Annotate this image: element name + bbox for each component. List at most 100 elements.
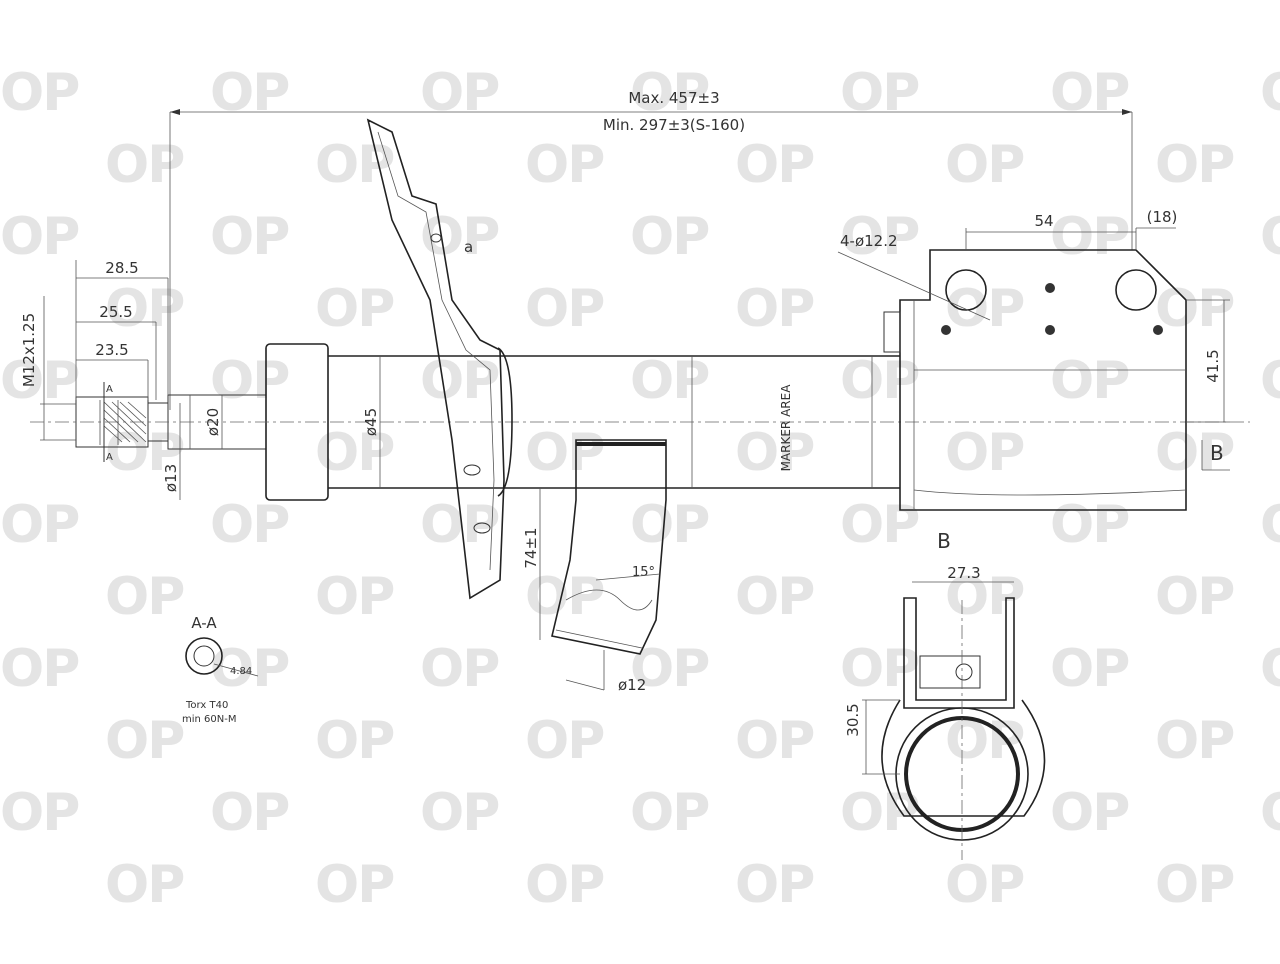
watermark-logo: OP	[1155, 135, 1233, 195]
watermark-logo: OP	[1155, 855, 1233, 915]
max-length-label: Max. 457±3	[628, 89, 719, 107]
watermark-logo: OP	[315, 855, 393, 915]
watermark-logo: OP	[210, 207, 288, 267]
overall-length-dimension: Max. 457±3 Min. 297±3(S-160)	[169, 89, 1133, 410]
watermark-logo: OP	[1050, 207, 1128, 267]
watermark-logo: OP	[1260, 495, 1280, 555]
section-a-a: A-A 4.84 Torx T40 min 60N-M	[182, 614, 259, 725]
watermark-logo: OP	[105, 711, 183, 771]
spring-seat-bracket: a	[366, 118, 513, 600]
watermark-logo: OP	[1260, 207, 1280, 267]
watermark-logo: OP	[315, 567, 393, 627]
watermark-logo: OP	[1155, 567, 1233, 627]
watermark-logo: OP	[525, 711, 603, 771]
watermark-logo: OP	[735, 135, 813, 195]
watermark-logo: OP	[525, 567, 603, 627]
watermark-logo: OP	[1050, 351, 1128, 411]
watermark-logo: OP	[105, 567, 183, 627]
watermark-logo: OP	[1050, 63, 1128, 123]
main-tube: ø45 MARKER AREA	[30, 343, 1250, 501]
watermark-logo: OP	[735, 711, 813, 771]
watermark-logo: OP	[210, 639, 288, 699]
angle-15-label: 15°	[632, 565, 655, 580]
watermark-logo: OP	[420, 783, 498, 843]
watermark-logo: OP	[630, 783, 708, 843]
watermark-logo: OP	[735, 855, 813, 915]
watermark-logo: OP	[105, 279, 183, 339]
watermark-logo: OP	[210, 351, 288, 411]
torque-label: min 60N-M	[182, 714, 236, 725]
knuckle-bracket: 54 (18) 4-ø12.2 41.5 B	[837, 208, 1230, 511]
watermark-logo: OP	[840, 63, 918, 123]
watermark-logo: OP	[525, 135, 603, 195]
watermark-logo: OP	[945, 855, 1023, 915]
dim-74-label: 74±1	[522, 527, 540, 568]
watermark-logo: OP	[525, 423, 603, 483]
watermark-logo: OP	[0, 63, 78, 123]
view-b-detail: B 27.3 30.5	[844, 529, 1046, 860]
watermark-logo: OP	[945, 567, 1023, 627]
watermark-logo: OP	[210, 63, 288, 123]
watermark-logo: OP	[210, 495, 288, 555]
watermark-logo: OP	[840, 639, 918, 699]
section-aa-size: 4.84	[230, 666, 252, 677]
dim-18-label: (18)	[1147, 208, 1178, 226]
watermark-logo: OP	[1260, 783, 1280, 843]
holes-label: 4-ø12.2	[840, 232, 898, 250]
min-length-label: Min. 297±3(S-160)	[603, 116, 745, 134]
watermark-logo: OP	[1050, 639, 1128, 699]
hose-bracket: 74±1 15° ø12	[522, 439, 667, 694]
watermark-logo: OP	[0, 639, 78, 699]
watermark-logo: OP	[525, 279, 603, 339]
dim-41-5-label: 41.5	[1204, 349, 1222, 382]
watermark-logo: OP	[420, 63, 498, 123]
dim-28-5: 28.5	[105, 259, 138, 277]
dia-45-label: ø45	[362, 408, 380, 436]
marker-area-label: MARKER AREA	[779, 384, 793, 472]
watermark-logo: OP	[420, 351, 498, 411]
watermark-logo: OP	[945, 423, 1023, 483]
watermark-logo: OP	[420, 207, 498, 267]
watermark-logo: OP	[105, 855, 183, 915]
view-b-marker: B	[1210, 441, 1224, 465]
watermark-logo: OP	[945, 135, 1023, 195]
watermark-logo: OP	[0, 783, 78, 843]
dim-25-5: 25.5	[99, 303, 132, 321]
dim-54-label: 54	[1034, 212, 1053, 230]
watermark-logo: OP	[630, 63, 708, 123]
watermark-logo: OP	[1260, 63, 1280, 123]
dim-23-5: 23.5	[95, 341, 128, 359]
section-a-marker-bottom: A	[106, 452, 113, 463]
watermark-logo: OP	[1050, 783, 1128, 843]
watermark-pattern: OP OP OP OP OP OP OP OP OP OP OP OP OP OP OP OP OP OP OP OP…	[0, 63, 1280, 915]
section-aa-title: A-A	[191, 614, 217, 632]
watermark-logo: OP	[945, 279, 1023, 339]
view-b-title: B	[937, 529, 951, 553]
watermark-logo: OP	[0, 207, 78, 267]
bracket-a-label: a	[464, 238, 473, 256]
watermark-logo: OP	[630, 207, 708, 267]
thread-label: M12x1.25	[20, 313, 38, 387]
watermark-logo: OP	[840, 207, 918, 267]
watermark-logo: OP	[840, 495, 918, 555]
watermark-logo: OP	[1260, 639, 1280, 699]
dia-12-label: ø12	[618, 676, 646, 694]
watermark-logo: OP	[1155, 423, 1233, 483]
watermark-logo: OP	[840, 351, 918, 411]
section-a-marker-top: A	[106, 384, 113, 395]
watermark-logo: OP	[630, 639, 708, 699]
watermark-logo: OP	[735, 423, 813, 483]
watermark-logo: OP	[735, 279, 813, 339]
watermark-logo: OP	[105, 135, 183, 195]
torx-label: Torx T40	[185, 700, 228, 711]
dia-13-label: ø13	[162, 464, 180, 492]
watermark-logo: OP	[1155, 279, 1233, 339]
watermark-logo: OP	[0, 495, 78, 555]
watermark-logo: OP	[630, 495, 708, 555]
watermark-logo: OP	[210, 783, 288, 843]
watermark-logo: OP	[525, 855, 603, 915]
watermark-logo: OP	[1050, 495, 1128, 555]
watermark-logo: OP	[0, 351, 78, 411]
watermark-logo: OP	[735, 567, 813, 627]
